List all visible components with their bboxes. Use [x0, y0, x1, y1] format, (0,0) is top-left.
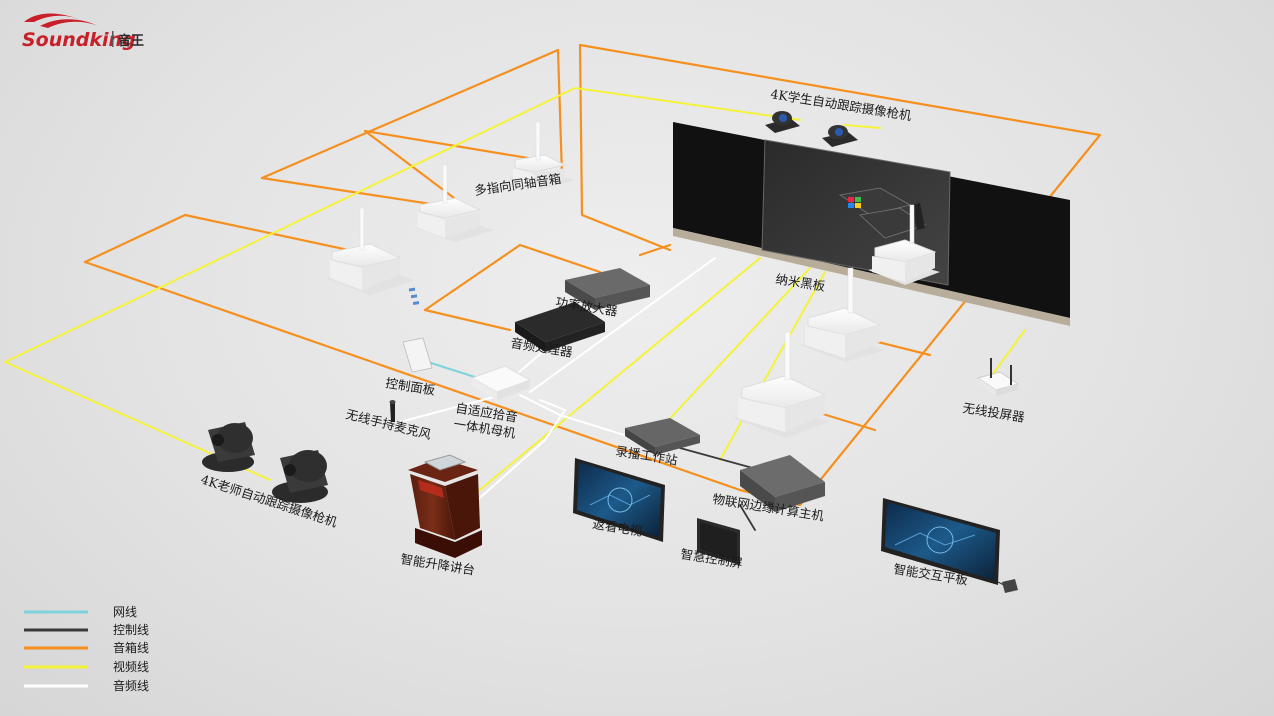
legend-label: 视频线 [113, 659, 149, 674]
ceiling-speaker [508, 121, 575, 190]
legend-item-speaker: 音箱线 [24, 640, 149, 655]
video-cable [989, 329, 1026, 379]
camera-lens-icon [212, 434, 224, 446]
control-cable [679, 447, 761, 471]
wireless-cast-device [976, 358, 1020, 396]
video-cable [469, 257, 761, 499]
smart-control-screen [697, 518, 740, 565]
speaker-cable [423, 243, 602, 312]
legend-label: 音箱线 [113, 640, 149, 655]
speaker-cable [83, 213, 397, 264]
audio-cable [519, 394, 641, 441]
ceiling-speaker [800, 267, 885, 362]
ceiling-speaker [868, 204, 940, 285]
antenna-icon [990, 358, 992, 378]
interactive-panel [881, 498, 1018, 593]
smart-podium [408, 454, 482, 558]
control-panel-device [402, 287, 433, 373]
power-amplifier [565, 268, 650, 310]
screen-graphic-icon [607, 487, 633, 513]
logo-chinese: 音王 [118, 33, 144, 49]
ceiling-speaker [415, 164, 495, 242]
screen-graphic-icon [926, 526, 954, 554]
legend-item-network: 网线 [24, 605, 137, 619]
soundking-logo: Soundking 音王 [22, 13, 144, 51]
student-camera-group [765, 111, 858, 147]
ops-module-icon [1002, 579, 1018, 593]
return-tv [573, 458, 665, 542]
speaker-cable [423, 308, 512, 332]
handheld-mic [389, 400, 396, 422]
camera-lens-icon [284, 464, 296, 476]
iot-edge-host [740, 455, 825, 512]
speaker-cable [260, 48, 564, 180]
recording-station [625, 418, 700, 455]
nano-blackboard [673, 122, 1070, 326]
legend-item-audio: 音频线 [24, 678, 149, 693]
teacher-camera [202, 422, 255, 472]
label-nano-blackboard: 纳米黑板 [775, 271, 827, 294]
control-cable [739, 504, 756, 531]
network-cable [426, 360, 480, 380]
legend-item-control: 控制线 [24, 623, 149, 637]
speaker-cable [363, 129, 472, 212]
logo-swoosh-icon [24, 13, 80, 22]
speaker-cable [83, 43, 1102, 507]
legend-label: 音频线 [113, 678, 149, 693]
label-wireless-cast: 无线投屏器 [962, 400, 1027, 425]
logo-divider [112, 31, 114, 47]
video-cable [4, 87, 801, 363]
label-podium: 智能升降讲台 [400, 551, 476, 578]
video-cable [844, 124, 881, 129]
audio-processor [515, 302, 605, 352]
camera-lens-icon [835, 128, 843, 136]
podium-display [418, 480, 444, 498]
teacher-camera [272, 450, 328, 503]
label-handheld-mic: 无线手持麦克风 [344, 406, 433, 442]
legend-label: 网线 [113, 605, 137, 619]
logo-swoosh-icon [40, 19, 98, 28]
logo-wordmark: Soundking [22, 29, 136, 51]
student-camera [765, 111, 800, 133]
speaker-cable [638, 243, 672, 257]
ceiling-speaker [325, 207, 415, 295]
video-cable [649, 267, 811, 441]
ceiling-speaker [733, 331, 830, 438]
camera-lens-icon [779, 114, 787, 122]
adaptive-mic-host [470, 365, 532, 400]
student-camera [822, 125, 858, 147]
label-control-panel: 控制面板 [385, 375, 437, 398]
audio-cable [529, 257, 716, 393]
legend: 网线 控制线 音箱线 视频线 音频线 [24, 605, 149, 693]
video-cable [719, 271, 826, 461]
antenna-icon [1010, 365, 1012, 385]
audio-cable [454, 399, 566, 521]
speaker-cable [868, 338, 932, 357]
legend-label: 控制线 [113, 623, 149, 637]
legend-item-video: 视频线 [24, 659, 149, 674]
speaker-cable [363, 129, 542, 162]
